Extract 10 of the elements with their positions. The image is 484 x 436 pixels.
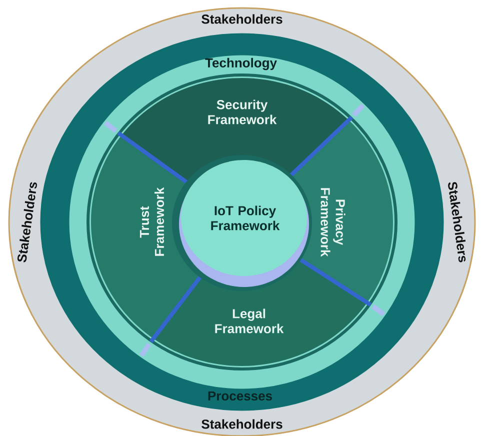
ring-label: Processes <box>208 391 272 401</box>
ring-label: Stakeholders <box>202 14 282 24</box>
ring-label: Stakeholders <box>202 419 282 429</box>
framework-sector: Privacy Framework <box>289 120 393 303</box>
ring-label: Technology <box>205 58 277 70</box>
framework-sector: Legal Framework <box>153 258 368 366</box>
ring-label: Stakeholders <box>448 182 466 262</box>
ring-label: Stakeholders <box>17 182 37 262</box>
framework-sector: Security Framework <box>121 78 349 184</box>
framework-sector: Trust Framework <box>91 135 203 338</box>
